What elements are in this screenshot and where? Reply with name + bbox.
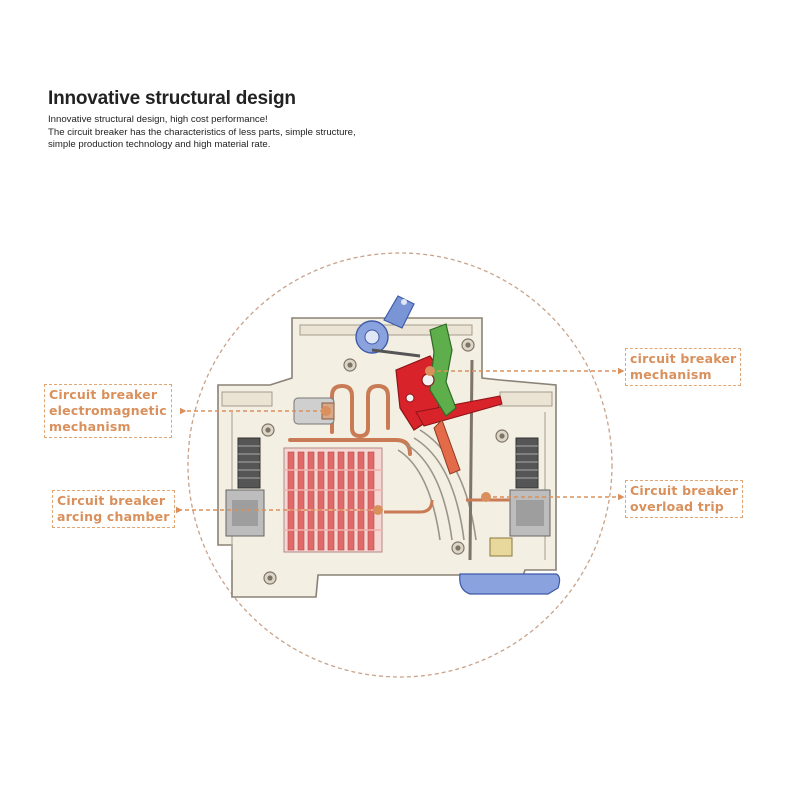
knob-link: [371, 348, 421, 358]
arc-plates: [287, 451, 375, 551]
label-line: circuit breaker: [630, 351, 737, 366]
label-line: arcing chamber: [57, 509, 170, 524]
contact-bar: [468, 359, 474, 561]
label-line: Circuit breaker: [630, 483, 739, 498]
housing-left-flange: [221, 391, 273, 407]
label-breaker-mechanism: circuit breaker mechanism: [625, 348, 742, 386]
label-line: Circuit breaker: [57, 493, 166, 508]
trip-mechanism: [395, 323, 503, 475]
operating-knob: [355, 295, 415, 354]
label-overload-trip: Circuit breaker overload trip: [625, 480, 744, 518]
arcing-chamber: [283, 447, 383, 553]
label-electromagnetic-mechanism: Circuit breaker electromagnetic mechanis…: [44, 384, 172, 438]
bottom-contact: [489, 537, 513, 557]
page-title: Innovative structural design: [48, 88, 296, 109]
label-line: mechanism: [49, 419, 131, 434]
description-line: simple production technology and high ma…: [48, 139, 271, 150]
label-line: electromagnetic: [49, 403, 167, 418]
description: Innovative structural design, high cost …: [48, 114, 356, 152]
housing-right-flange: [499, 391, 553, 407]
label-line: overload trip: [630, 499, 724, 514]
highlight-circle: [187, 252, 613, 678]
description-line: Innovative structural design, high cost …: [48, 114, 268, 125]
label-line: mechanism: [630, 367, 712, 382]
din-rail-clip: [459, 573, 561, 595]
leader-lines: [175, 367, 625, 514]
label-arcing-chamber: Circuit breaker arcing chamber: [52, 490, 175, 528]
mounting-holes: [261, 338, 509, 585]
description-line: The circuit breaker has the characterist…: [48, 126, 356, 138]
label-line: Circuit breaker: [49, 387, 158, 402]
leader-dots: [321, 366, 491, 515]
electromagnetic-coil: [288, 383, 412, 456]
left-terminal: [225, 437, 265, 537]
bimetal-link: [384, 499, 434, 514]
